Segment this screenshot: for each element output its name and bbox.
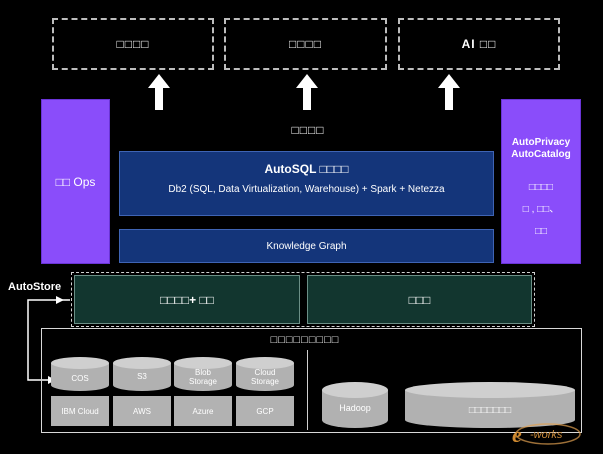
output-label: □□□□: [116, 37, 150, 51]
output-label: □□□□: [289, 37, 322, 51]
storage-tier-right: □□□: [307, 275, 532, 324]
aws-label: AWS: [133, 406, 151, 416]
storage-tier-left-label: □□□□+ □□: [160, 292, 214, 307]
right-panel-title-2: AutoCatalog: [511, 149, 571, 160]
cos-label: COS: [71, 374, 89, 383]
right-panel-body-2: □ , □□、: [522, 204, 560, 215]
eworks-watermark-logo: e -works: [510, 418, 600, 448]
data-sources-title: □□□□□□□□□: [270, 334, 340, 346]
azure-label: Azure: [192, 406, 214, 416]
autosql-box: AutoSQL □□□□ Db2 (SQL, Data Virtualizati…: [119, 151, 494, 216]
up-arrow-icon: [438, 74, 460, 110]
cloud-storage-label: Cloud Storage: [250, 368, 280, 386]
cos-cylinder: COS: [51, 357, 109, 391]
autosql-title: AutoSQL □□□□: [264, 162, 349, 176]
azure-box: Azure: [174, 396, 232, 426]
autosql-subtitle: Db2 (SQL, Data Virtualization, Warehouse…: [168, 184, 445, 195]
right-panel-title-1: AutoPrivacy: [511, 137, 571, 148]
hadoop-label: Hadoop: [339, 403, 371, 413]
storage-tier-frame: [71, 272, 535, 327]
right-panel-body-3: □□: [534, 226, 548, 237]
eworks-logo-icon: e -works: [512, 422, 581, 447]
aws-box: AWS: [113, 396, 171, 426]
hadoop-cylinder: Hadoop: [322, 382, 388, 428]
svg-text:-works: -works: [530, 429, 563, 441]
gcp-label: GCP: [256, 406, 274, 416]
s3-cylinder: S3: [113, 357, 171, 391]
sources-divider: [307, 350, 308, 430]
right-privacy-panel: AutoPrivacy AutoCatalog □□□□ □ , □□、 □□: [501, 99, 581, 264]
blob-storage-label: Blob Storage: [188, 368, 218, 386]
middle-label: □□□□: [291, 123, 325, 137]
output-box-1: □□□□: [52, 18, 214, 70]
data-lake-label: □□□□□□□: [468, 405, 512, 416]
data-sources-frame: [41, 328, 582, 433]
right-panel-body-1: □□□□: [528, 182, 554, 193]
blob-storage-cylinder: Blob Storage: [174, 357, 232, 391]
autostore-label: AutoStore: [8, 281, 62, 293]
storage-tier-right-label: □□□: [408, 292, 431, 307]
output-box-2: □□□□: [224, 18, 387, 70]
up-arrow-icon: [148, 74, 170, 110]
output-box-3: AI □□: [398, 18, 560, 70]
ibm-cloud-box: IBM Cloud: [51, 396, 109, 426]
cloud-storage-cylinder: Cloud Storage: [236, 357, 294, 391]
gcp-box: GCP: [236, 396, 294, 426]
knowledge-graph-box: Knowledge Graph: [119, 229, 494, 263]
left-ops-panel: □□ Ops: [41, 99, 110, 264]
data-lake-cylinder: □□□□□□□: [405, 382, 575, 428]
up-arrow-icon: [296, 74, 318, 110]
knowledge-graph-label: Knowledge Graph: [266, 240, 347, 252]
ibm-cloud-label: IBM Cloud: [61, 406, 99, 416]
svg-text:e: e: [512, 422, 522, 447]
output-label: AI □□: [461, 37, 497, 51]
storage-tier-left: □□□□+ □□: [74, 275, 300, 324]
left-ops-label: □□ Ops: [55, 174, 96, 189]
s3-label: S3: [137, 372, 147, 381]
